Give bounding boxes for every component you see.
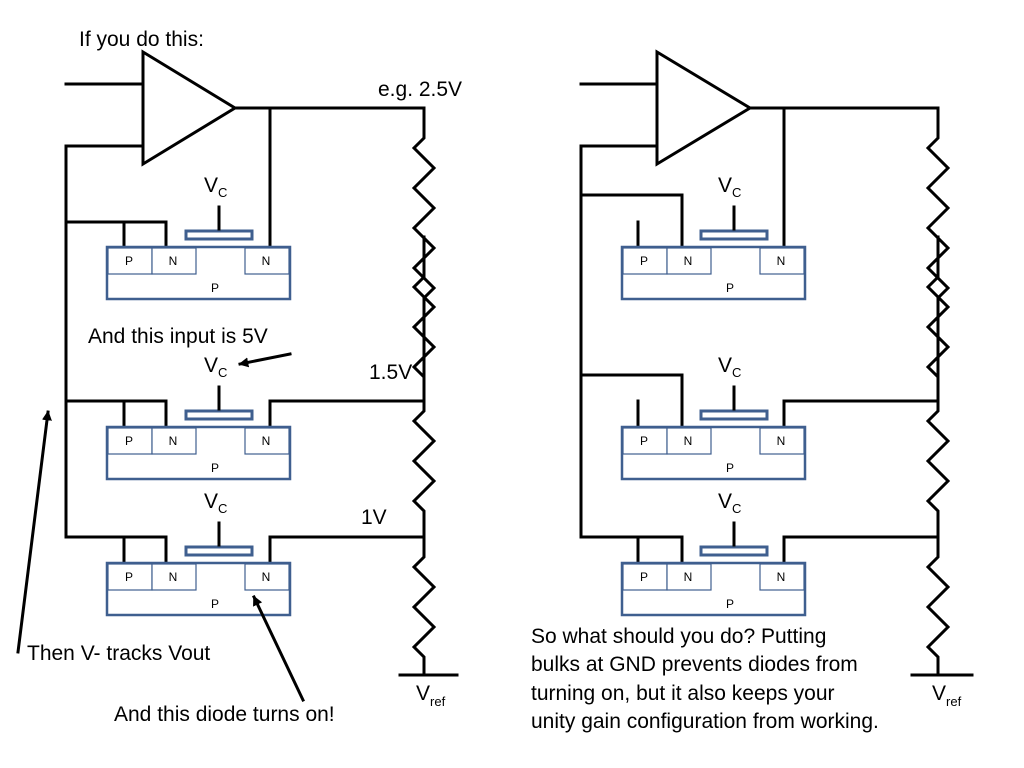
- drain-label: N: [777, 254, 786, 268]
- gate-voltage-label: VC: [718, 490, 741, 516]
- right-resistor-2: [925, 235, 951, 403]
- input-note: And this input is 5V: [88, 325, 268, 348]
- left-opamp: [141, 49, 238, 167]
- input-arrow: [238, 352, 292, 368]
- gate-voltage-label: VC: [204, 490, 227, 516]
- gate-voltage-label: VC: [204, 174, 227, 200]
- drain-label: N: [262, 434, 271, 448]
- source-label: N: [684, 434, 693, 448]
- transistor-labels: P N N P P N N P P N N P P N N P P N N P …: [125, 254, 785, 611]
- tap-label: P: [640, 434, 648, 448]
- tap-label: P: [640, 254, 648, 268]
- right-transistor-mid: [620, 385, 807, 481]
- bulk-label: P: [726, 281, 734, 295]
- gate-voltage-label: VC: [718, 174, 741, 200]
- left-circuit: [16, 49, 459, 702]
- gate-voltage-label: VC: [204, 354, 227, 380]
- node-voltage-top: e.g. 2.5V: [378, 78, 462, 101]
- explanation-text: So what should you do? Putting bulks at …: [531, 625, 879, 733]
- right-opamp: [655, 49, 753, 167]
- drain-label: N: [262, 570, 271, 584]
- left-vref-label: Vref: [416, 682, 446, 709]
- tap-label: P: [125, 434, 133, 448]
- right-resistor-3: [925, 399, 951, 539]
- right-vref-label: Vref: [932, 682, 962, 709]
- bulk-label: P: [211, 281, 219, 295]
- left-caption: If you do this:: [79, 28, 204, 51]
- right-resistor-4: [925, 535, 951, 677]
- source-label: N: [169, 570, 178, 584]
- drain-label: N: [777, 434, 786, 448]
- diode-arrow: [252, 595, 305, 702]
- tap-label: P: [125, 570, 133, 584]
- source-label: N: [169, 254, 178, 268]
- left-resistor-4: [411, 535, 437, 677]
- right-transistor-top: [620, 205, 807, 301]
- diode-note: And this diode turns on!: [114, 703, 335, 726]
- node-voltage-low: 1V: [361, 506, 387, 529]
- source-label: N: [169, 434, 178, 448]
- tap-label: P: [125, 254, 133, 268]
- node-voltage-mid: 1.5V: [369, 361, 412, 384]
- track-note: Then V- tracks Vout: [27, 642, 210, 665]
- bulk-label: P: [211, 597, 219, 611]
- right-circuit: [579, 49, 974, 677]
- gate-labels: VC VC VC VC VC VC: [204, 174, 741, 516]
- bulk-label: P: [726, 597, 734, 611]
- drain-label: N: [777, 570, 786, 584]
- gate-voltage-label: VC: [718, 354, 741, 380]
- source-label: N: [684, 570, 693, 584]
- source-label: N: [684, 254, 693, 268]
- tap-label: P: [640, 570, 648, 584]
- bulk-label: P: [211, 461, 219, 475]
- track-arrow: [16, 410, 52, 654]
- left-resistor-2: [411, 235, 437, 403]
- bulk-label: P: [726, 461, 734, 475]
- left-resistor-3: [411, 399, 437, 539]
- drain-label: N: [262, 254, 271, 268]
